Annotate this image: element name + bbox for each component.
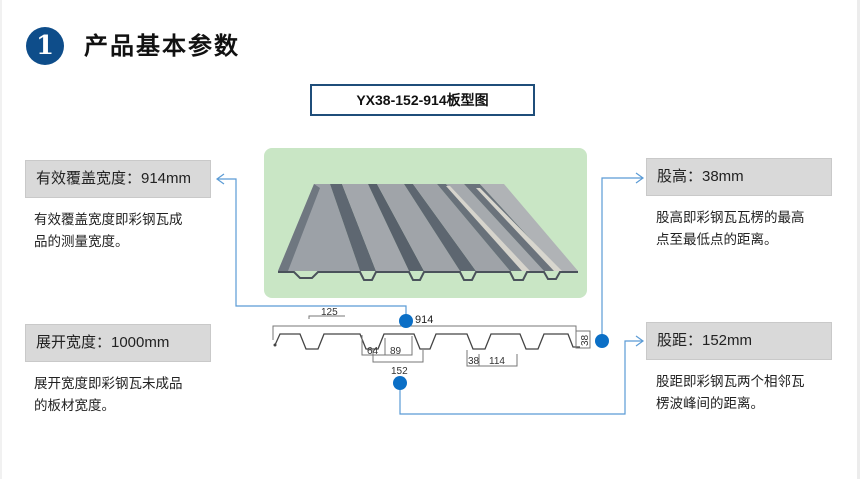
dim-label-152: 152 [391, 366, 408, 377]
desc-line: 有效覆盖宽度即彩钢瓦成 [34, 212, 183, 227]
param-header-rib-height: 股高：38mm [646, 158, 832, 196]
section-title: 产品基本参数 [84, 32, 240, 60]
dimension-114 [478, 354, 518, 367]
arrowhead-icon [635, 172, 645, 184]
marker-rib-height [595, 334, 609, 348]
param-desc-effective-cover-width: 有效覆盖宽度即彩钢瓦成 品的测量宽度。 [34, 209, 209, 253]
sheet-strip [413, 184, 510, 271]
rib-highlight [476, 188, 562, 271]
dim-label-64: 64 [367, 346, 379, 357]
dimension-89 [384, 336, 413, 356]
sheet-strip [480, 184, 578, 271]
page-frame-right [857, 0, 860, 479]
connector-line-cover-width [218, 178, 407, 320]
param-header-effective-cover-width: 有效覆盖宽度：914mm [25, 160, 211, 198]
marker-cover-width [399, 314, 413, 328]
sheet-profile-line [274, 333, 580, 350]
sheet-strip [377, 184, 460, 271]
diagram-title: YX38-152-914板型图 [310, 84, 535, 116]
dimension-38-right [575, 330, 591, 349]
marker-rib-pitch [393, 376, 407, 390]
desc-line: 的板材宽度。 [34, 398, 115, 413]
desc-line: 股距即彩钢瓦两个相邻瓦 [656, 374, 805, 389]
sheet-strip [446, 184, 544, 271]
sheet-strip [404, 184, 476, 271]
dim-label-38: 38 [468, 356, 480, 367]
section-number-badge: 1 [26, 27, 64, 65]
sheet-strip [368, 184, 424, 271]
desc-line: 楞波峰间的距离。 [656, 396, 764, 411]
param-desc-rib-height: 股高即彩钢瓦瓦楞的最高 点至最低点的距离。 [656, 207, 831, 251]
product-render-panel [264, 148, 587, 298]
sheet-strip [278, 184, 360, 271]
dim-label-89: 89 [390, 346, 402, 357]
dimension-914 [272, 325, 577, 340]
dimension-64 [361, 335, 385, 356]
desc-line: 股高即彩钢瓦瓦楞的最高 [656, 210, 805, 225]
sheet-strip [342, 184, 409, 271]
dimension-125 [308, 315, 345, 319]
dim-label-914: 914 [415, 314, 433, 326]
dimension-152 [372, 350, 424, 363]
param-desc-rib-pitch: 股距即彩钢瓦两个相邻瓦 楞波峰间的距离。 [656, 371, 831, 415]
arrowhead-icon [215, 173, 225, 185]
rib-shadow [278, 184, 320, 271]
desc-line: 品的测量宽度。 [34, 234, 129, 249]
profile-end-curl [273, 343, 277, 347]
param-header-unfolded-width: 展开宽度：1000mm [25, 324, 211, 362]
rib-highlight [446, 186, 530, 271]
desc-line: 展开宽度即彩钢瓦未成品 [34, 376, 183, 391]
sheet-strip [330, 184, 376, 271]
dim-label-114: 114 [489, 356, 505, 367]
dim-label-125: 125 [321, 307, 338, 318]
param-desc-unfolded-width: 展开宽度即彩钢瓦未成品 的板材宽度。 [34, 373, 209, 417]
desc-line: 点至最低点的距离。 [656, 232, 778, 247]
connector-line-rib-height [601, 177, 642, 341]
arrowhead-icon [635, 335, 645, 347]
dimension-38-small [466, 350, 479, 367]
page-frame-left [0, 0, 2, 479]
sheet-front-edge [278, 271, 578, 281]
steel-sheet-render [278, 184, 578, 281]
param-header-rib-pitch: 股距：152mm [646, 322, 832, 360]
dim-label-38-right: 38 [580, 334, 591, 346]
connector-line-rib-pitch [399, 340, 642, 415]
